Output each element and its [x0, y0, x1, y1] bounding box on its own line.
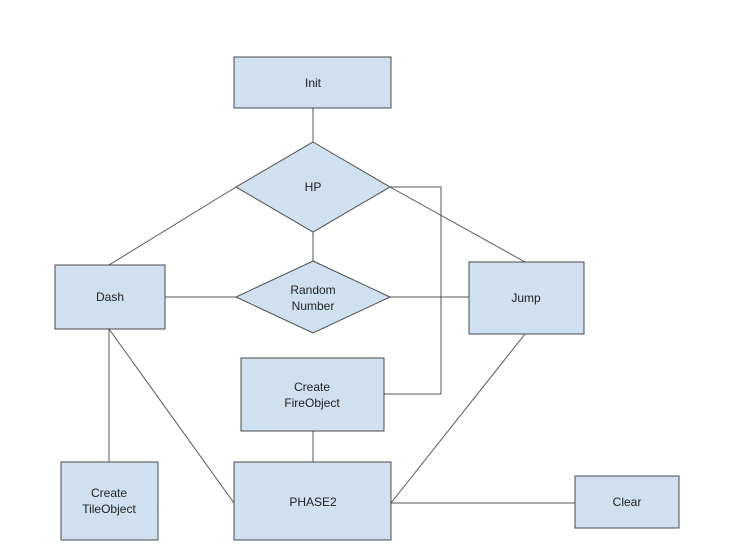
node-create-fireobject-box	[240, 357, 385, 432]
edge-hp-jump	[389, 186, 526, 263]
edges	[108, 108, 575, 504]
node-random-number-diamond	[234, 260, 392, 334]
node-init-box	[233, 56, 392, 109]
node-dash-box	[54, 264, 166, 330]
node-jump-label: Jump	[511, 291, 541, 305]
node-phase2-label: PHASE2	[289, 495, 337, 509]
node-hp-diamond	[235, 141, 391, 233]
node-create-tileobject[interactable]: Create TileObject	[60, 461, 159, 541]
edge-hp-fireobject	[384, 186, 442, 395]
node-hp-label: HP	[305, 180, 322, 194]
node-random-number-decision[interactable]: Random Number	[234, 260, 392, 334]
node-create-tileobject-box	[60, 461, 159, 541]
node-hp-decision[interactable]: HP	[235, 141, 391, 233]
edge-dash-phase2	[108, 328, 235, 504]
node-clear-label: Clear	[613, 495, 642, 509]
node-create-fireobject[interactable]: Create FireObject	[240, 357, 385, 432]
node-create-tileobject-label-line1: Create	[91, 486, 127, 500]
node-create-tileobject-label-line2: TileObject	[82, 502, 136, 516]
node-random-number-label-line2: Number	[292, 299, 335, 313]
node-clear-box	[574, 475, 680, 529]
edge-jump-phase2	[390, 333, 526, 504]
node-phase2-box	[233, 461, 392, 541]
edge-hp-dash	[108, 186, 237, 266]
node-init[interactable]: Init	[233, 56, 392, 109]
node-phase2[interactable]: PHASE2	[233, 461, 392, 541]
node-dash-label: Dash	[96, 290, 124, 304]
node-dash[interactable]: Dash	[54, 264, 166, 330]
node-clear[interactable]: Clear	[574, 475, 680, 529]
node-jump-box	[468, 261, 585, 335]
node-jump[interactable]: Jump	[468, 261, 585, 335]
node-create-fireobject-label-line2: FireObject	[284, 396, 340, 410]
node-random-number-label-line1: Random	[290, 283, 335, 297]
node-create-fireobject-label-line1: Create	[294, 380, 330, 394]
node-init-label: Init	[305, 76, 322, 90]
